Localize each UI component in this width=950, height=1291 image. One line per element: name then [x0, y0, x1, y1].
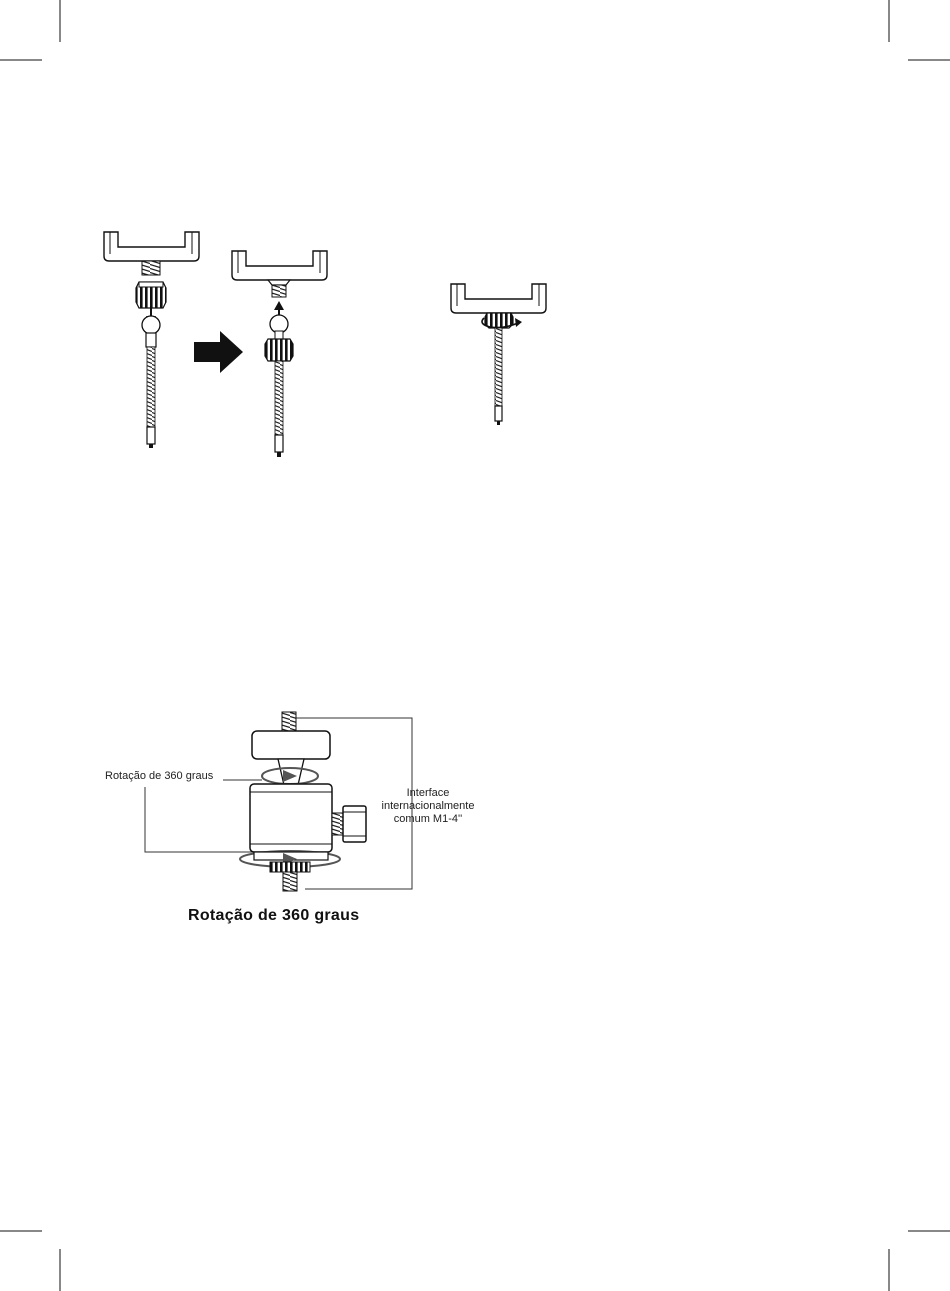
step-1-attach-ball	[104, 232, 199, 448]
bottom-screw	[283, 872, 297, 891]
phone-clamp-icon	[104, 232, 199, 261]
direction-arrow-icon	[274, 301, 284, 310]
figure-caption: Rotação de 360 graus	[188, 907, 359, 925]
phone-clamp-icon	[232, 251, 327, 280]
ball-head-icon	[142, 316, 160, 334]
threaded-collar-icon	[265, 339, 293, 361]
interface-label-line-3: comum M1-4''	[370, 813, 486, 826]
ball-head-icon	[270, 315, 288, 333]
interface-label-line-1: Interface	[370, 787, 486, 800]
gooseneck-icon	[275, 361, 283, 435]
top-screw	[282, 712, 296, 732]
ballhead-body	[250, 784, 332, 852]
step-3-tighten	[451, 284, 546, 425]
lock-knob	[343, 806, 366, 842]
interface-label-line-2: internacionalmente	[370, 800, 486, 813]
gooseneck-icon	[147, 347, 155, 427]
direction-arrow-icon	[194, 331, 243, 373]
step-2-screw-collar	[232, 251, 327, 457]
interface-label: Interface internacionalmente comum M1-4'…	[370, 787, 486, 826]
gooseneck-icon	[495, 328, 502, 406]
mount-disc	[252, 731, 330, 759]
phone-clamp-icon	[451, 284, 546, 313]
rotation-label: Rotação de 360 graus	[105, 770, 213, 783]
